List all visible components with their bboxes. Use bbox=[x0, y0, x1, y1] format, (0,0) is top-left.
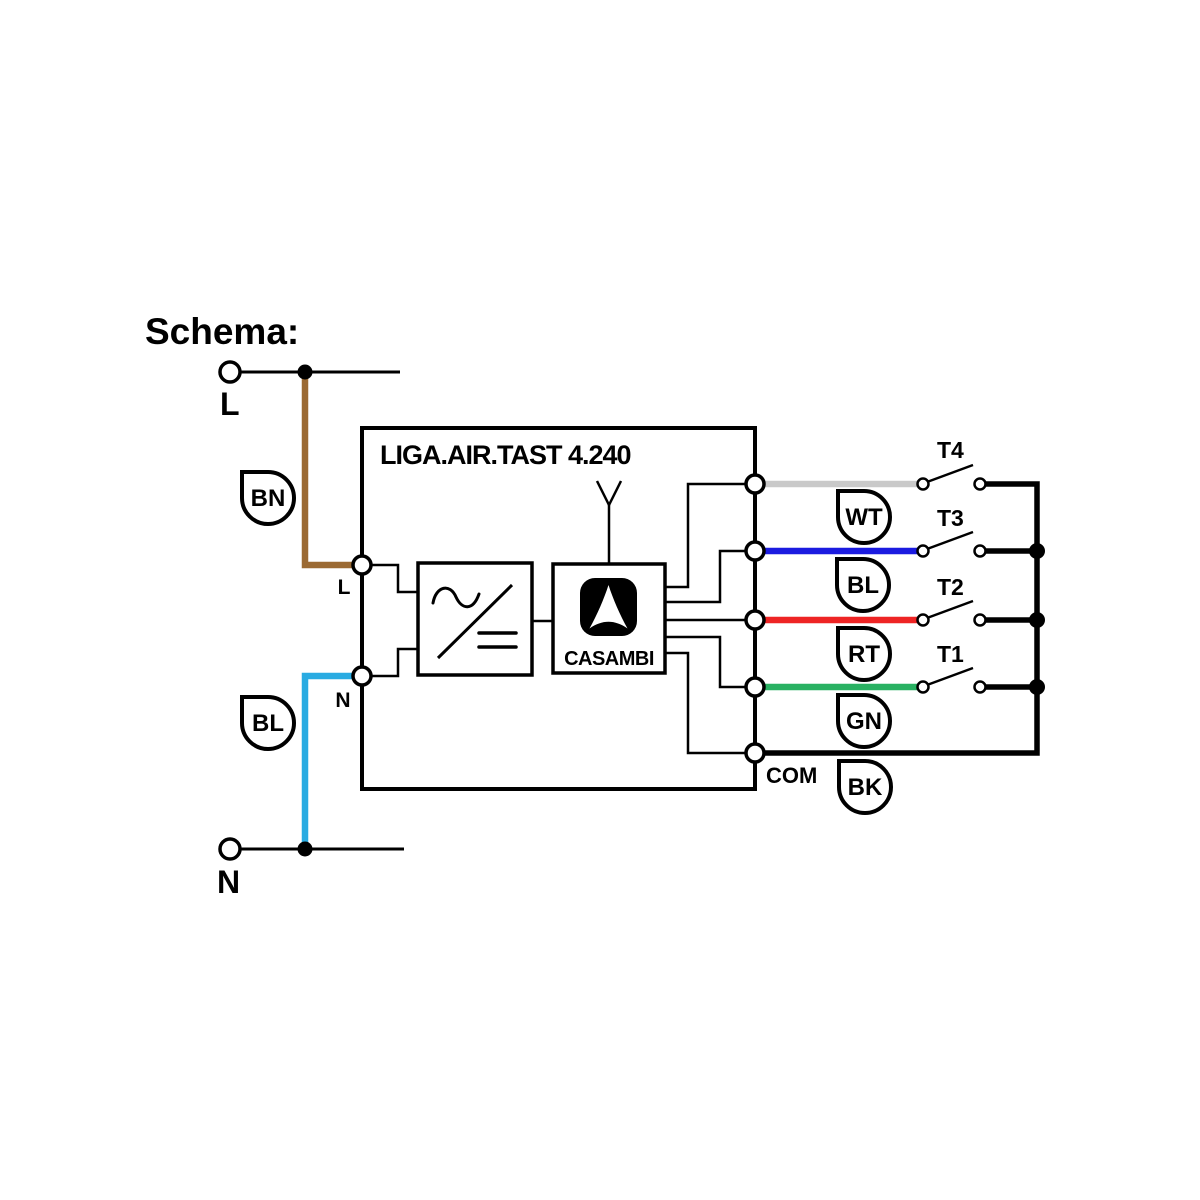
tag-bl-shape bbox=[835, 557, 891, 613]
box-neutral-terminal bbox=[351, 665, 373, 687]
neutral-junction-dot bbox=[297, 841, 313, 857]
antenna-right-arm bbox=[607, 480, 623, 506]
light-blue-wire bbox=[301, 672, 357, 846]
tag-rt-shape bbox=[836, 626, 892, 682]
box-output-terminal-white bbox=[744, 473, 766, 495]
schema-title: Schema: bbox=[145, 311, 299, 352]
switch-t4-left-contact bbox=[916, 477, 930, 491]
box-neutral-label: N bbox=[335, 689, 350, 712]
casambi-peak-icon bbox=[589, 585, 628, 629]
switch-t2-right-contact bbox=[973, 613, 987, 627]
box-line-terminal bbox=[351, 554, 373, 576]
tag-wt-shape bbox=[836, 489, 892, 545]
line-input-wire bbox=[371, 563, 418, 594]
output-wire-1 bbox=[665, 482, 746, 589]
box-output-terminal-blue bbox=[744, 540, 766, 562]
switch-t1-left-contact bbox=[916, 680, 930, 694]
switch-t1-right-contact bbox=[973, 680, 987, 694]
switch-t4-right-contact bbox=[973, 477, 987, 491]
line-supply-label: L bbox=[220, 386, 240, 422]
switch-t1-label: T1 bbox=[937, 641, 964, 667]
switch-t3-label: T3 bbox=[937, 505, 964, 531]
neutral-supply-terminal bbox=[218, 837, 242, 861]
switch-t2-label: T2 bbox=[937, 574, 964, 600]
output-wire-4 bbox=[665, 635, 746, 689]
switch-t1-lever bbox=[926, 666, 974, 687]
device-name: LIGA.AIR.TAST 4.240 bbox=[380, 440, 631, 470]
tag-bk-label: BK bbox=[848, 774, 883, 801]
tag-bn-label: BN bbox=[251, 485, 286, 512]
box-output-terminal-com bbox=[744, 742, 766, 764]
box-line-label: L bbox=[338, 576, 351, 599]
output-wire-2 bbox=[665, 549, 746, 604]
neutral-input-wire bbox=[371, 647, 418, 678]
ac-symbol-icon bbox=[431, 586, 481, 609]
switch-t3-left-contact bbox=[916, 544, 930, 558]
brown-wire bbox=[301, 375, 357, 569]
converter-divider bbox=[436, 583, 514, 660]
com-label: COM bbox=[766, 763, 817, 788]
switch-t4-label: T4 bbox=[937, 437, 964, 463]
neutral-supply-label: N bbox=[217, 864, 240, 900]
tag-rt-label: RT bbox=[848, 641, 880, 668]
output-wire-com bbox=[665, 651, 746, 755]
tag-bk-shape bbox=[837, 759, 893, 815]
box-output-terminal-green bbox=[744, 676, 766, 698]
line-supply-terminal bbox=[218, 360, 242, 384]
tag-bn-shape bbox=[240, 470, 296, 526]
tag-gn-shape bbox=[836, 693, 892, 749]
casambi-label: CASAMBI bbox=[564, 648, 654, 670]
tag-bl-label: BL bbox=[847, 572, 879, 599]
bus-junction-dot-t2 bbox=[1029, 612, 1045, 628]
antenna-left-arm bbox=[595, 480, 611, 506]
line-junction-dot bbox=[297, 364, 313, 380]
box-output-terminal-red bbox=[744, 609, 766, 631]
switch-t2-left-contact bbox=[916, 613, 930, 627]
bus-junction-dot-t3 bbox=[1029, 543, 1045, 559]
tag-gn-label: GN bbox=[846, 708, 882, 735]
switch-t3-lever bbox=[926, 530, 974, 551]
converter-box bbox=[416, 561, 534, 677]
switch-t2-lever bbox=[926, 599, 974, 620]
tag-bl-input-shape bbox=[240, 695, 296, 751]
switch-t3-right-contact bbox=[973, 544, 987, 558]
tag-wt-label: WT bbox=[845, 504, 883, 531]
switch-t4-lever bbox=[926, 463, 974, 484]
tag-bl-input-label: BL bbox=[252, 710, 284, 737]
bus-junction-dot-t1 bbox=[1029, 679, 1045, 695]
